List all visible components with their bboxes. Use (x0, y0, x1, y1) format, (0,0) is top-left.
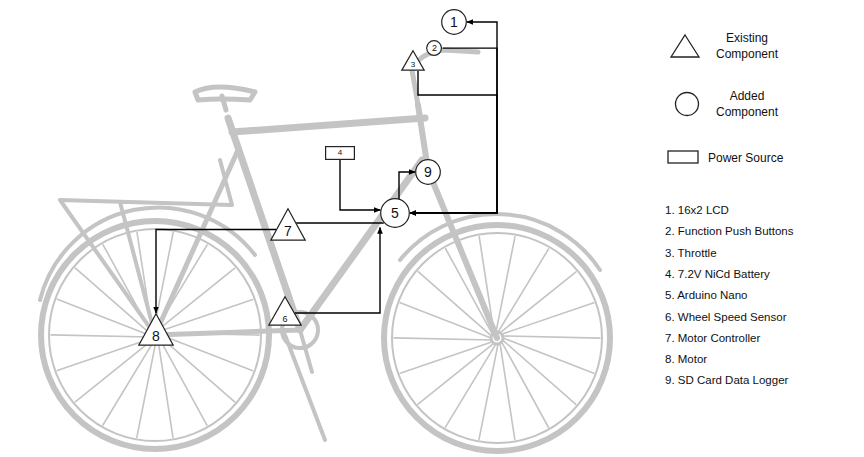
callout-number: 7 (284, 224, 292, 241)
callout-number: 3 (411, 61, 415, 71)
legend-circle-sample (674, 91, 700, 117)
callout-number: 4 (338, 149, 342, 157)
signal-connector (295, 228, 380, 314)
added-component: 1 (441, 9, 467, 35)
callout-number: 8 (152, 329, 160, 346)
existing-component: 7 (270, 208, 306, 241)
legend-text: Power Source (708, 150, 783, 166)
power-source: 4 (325, 146, 355, 160)
component-list-item: 5. Arduino Nano (665, 289, 747, 301)
callout-number: 5 (391, 206, 399, 220)
component-list-item: 4. 7.2V NiCd Battery (665, 268, 770, 280)
legend-triangle-sample (670, 34, 700, 58)
component-list-item: 3. Throttle (665, 247, 717, 259)
existing-component: 3 (401, 50, 425, 71)
legend-text: Existing Component (706, 30, 788, 62)
component-list-item: 6. Wheel Speed Sensor (665, 311, 786, 323)
existing-component: 6 (268, 296, 302, 326)
component-list-item: 7. Motor Controller (665, 332, 760, 344)
signal-connector (340, 160, 380, 210)
callout-number: 2 (432, 44, 437, 53)
component-list-item: 1. 16x2 LCD (665, 204, 729, 216)
callout-number: 1 (450, 15, 458, 29)
legend-text: Added Component (706, 88, 788, 120)
component-list-item: 8. Motor (665, 353, 707, 365)
signal-connector (410, 71, 497, 213)
signal-connector (156, 230, 276, 314)
added-component: 5 (380, 198, 410, 228)
component-list-item: 2. Function Push Buttons (665, 225, 794, 237)
signal-connector (399, 172, 415, 199)
signal-connector (410, 48, 497, 213)
signal-connector (410, 22, 497, 213)
callout-number: 9 (424, 165, 432, 179)
signal-connector (296, 222, 384, 223)
existing-component: 8 (138, 313, 174, 346)
added-component: 9 (415, 159, 441, 185)
legend-rect-sample (667, 150, 699, 164)
added-component: 2 (426, 40, 442, 56)
callout-number: 6 (282, 315, 287, 326)
component-list-item: 9. SD Card Data Logger (665, 374, 788, 386)
